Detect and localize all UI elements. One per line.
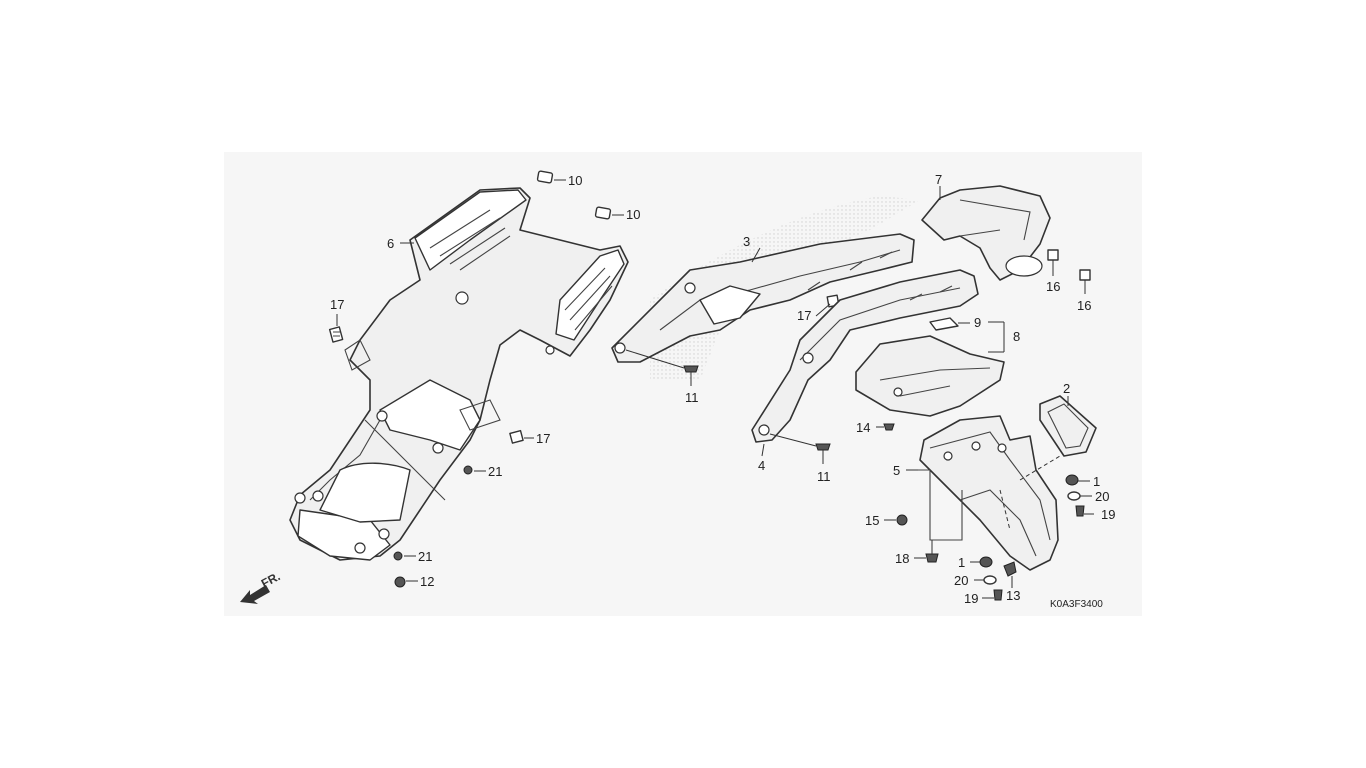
callout-10: 10 xyxy=(568,173,582,188)
callout-11: 11 xyxy=(685,390,699,405)
diagram-code: K0A3F3400 xyxy=(1050,599,1103,610)
nut-part-15 xyxy=(884,514,908,526)
callout-13: 13 xyxy=(1006,588,1020,603)
screw-part-18 xyxy=(914,540,939,563)
callout-12: 12 xyxy=(420,574,434,589)
callout-20: 20 xyxy=(954,573,968,588)
callout-15: 15 xyxy=(865,513,879,528)
callout-17: 17 xyxy=(330,297,344,312)
rubber-part-10b xyxy=(594,206,624,220)
bolt-part-12 xyxy=(394,576,418,588)
callout-8: 8 xyxy=(1013,329,1020,344)
callout-10: 10 xyxy=(626,207,640,222)
license-bracket-part xyxy=(910,415,1061,571)
callout-11: 11 xyxy=(817,469,831,484)
screw-part-19a xyxy=(1075,505,1094,517)
clip-part-17a xyxy=(328,326,344,343)
callout-19: 19 xyxy=(964,591,978,606)
callout-16: 16 xyxy=(1077,298,1091,313)
callout-3: 3 xyxy=(743,234,750,249)
cushion-part-1a xyxy=(1065,474,1090,486)
callout-14: 14 xyxy=(856,420,870,435)
clip-part-17b xyxy=(509,429,534,444)
callout-1: 1 xyxy=(958,555,965,570)
callout-17: 17 xyxy=(797,308,811,323)
callout-16: 16 xyxy=(1046,279,1060,294)
bolt-part-21b xyxy=(393,551,416,561)
screw-part-11a xyxy=(625,349,699,386)
tail-cover-part xyxy=(921,185,1051,281)
callout-7: 7 xyxy=(935,172,942,187)
screw-part-19b xyxy=(982,589,1003,601)
washer-part-20a xyxy=(1067,491,1092,501)
front-direction-arrow: FR. xyxy=(240,569,282,604)
callout-9: 9 xyxy=(974,315,981,330)
callout-19: 19 xyxy=(1101,507,1115,522)
washer-part-20b xyxy=(974,575,997,585)
callout-21: 21 xyxy=(418,549,432,564)
rear-inner-fender-part xyxy=(289,187,629,561)
callout-18: 18 xyxy=(895,551,909,566)
rear-frame-cover-right-part xyxy=(751,269,979,457)
callout-2: 2 xyxy=(1063,381,1070,396)
rear-frame-cover-left-part xyxy=(611,233,915,363)
callout-5: 5 xyxy=(893,463,900,478)
bolt-part-21a xyxy=(463,465,486,475)
cushion-part-1b xyxy=(970,556,993,568)
watermark-logo xyxy=(650,196,920,380)
nut-part-16b xyxy=(1079,269,1091,294)
under-tray-part xyxy=(855,321,1005,417)
nut-part-16a xyxy=(1047,249,1059,276)
callout-4: 4 xyxy=(758,458,765,473)
callout-20: 20 xyxy=(1095,489,1109,504)
rubber-part-10a xyxy=(536,170,566,184)
callout-1: 1 xyxy=(1093,474,1100,489)
callout-6: 6 xyxy=(387,236,394,251)
label-part-9 xyxy=(929,317,970,331)
callout-21: 21 xyxy=(488,464,502,479)
callout-17: 17 xyxy=(536,431,550,446)
reflector-part-2 xyxy=(1039,395,1097,457)
screw-part-11b xyxy=(769,433,831,464)
nut-part-13 xyxy=(1003,561,1017,588)
screw-part-14 xyxy=(876,423,895,431)
